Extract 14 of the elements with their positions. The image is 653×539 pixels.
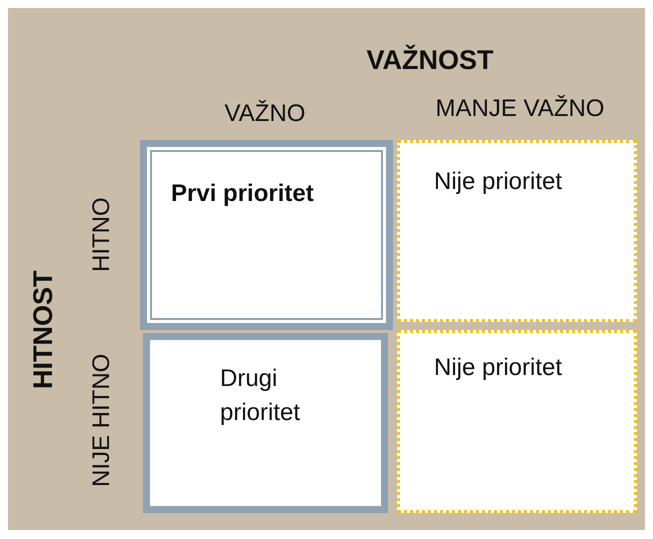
quadrant-box — [140, 140, 393, 330]
axis-heading: HITNOST — [28, 270, 59, 392]
quadrant-box — [397, 330, 637, 513]
quadrant-text: Drugi prioritet — [220, 364, 302, 428]
quadrant-text: Nije prioritet — [434, 353, 564, 383]
quadrant-text: Prvi prioritet — [171, 179, 315, 209]
column-heading: VAŽNO — [224, 100, 306, 128]
row-heading: NIJE HITNO — [88, 352, 116, 489]
quadrant-box — [143, 333, 388, 513]
quadrant-text: Nije prioritet — [434, 167, 564, 197]
row-heading: HITNO — [88, 196, 116, 274]
axis-heading: VAŽNOST — [366, 45, 494, 76]
quadrant-box — [397, 140, 637, 322]
column-heading: MANJE VAŽNO — [434, 95, 606, 123]
